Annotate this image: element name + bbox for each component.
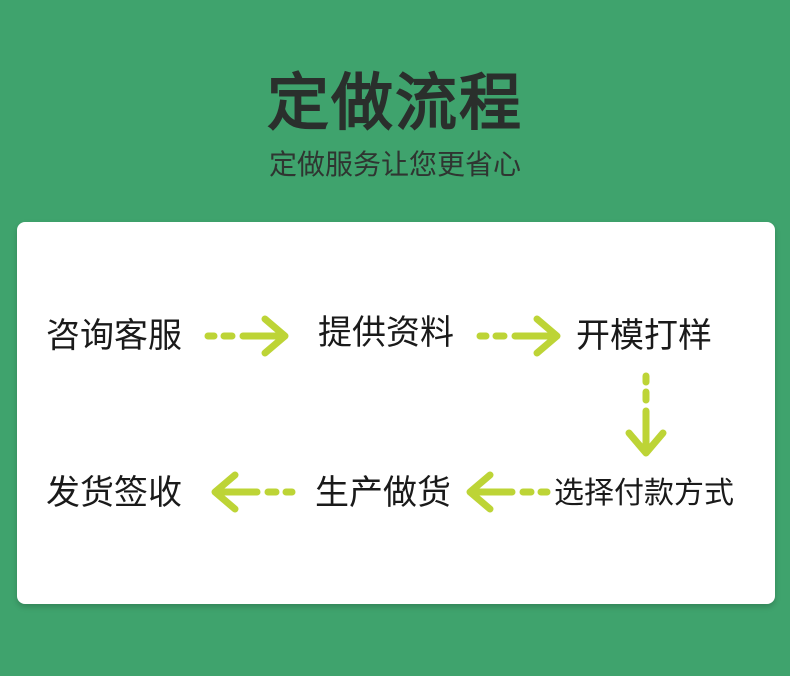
step-ship-sign: 发货签收 [46, 473, 182, 513]
step-consult-service: 咨询客服 [46, 316, 182, 356]
step-provide-materials: 提供资料 [318, 313, 454, 353]
arrow-left-icon [466, 471, 551, 513]
step-production: 生产做货 [315, 473, 451, 513]
step-choose-payment: 选择付款方式 [554, 476, 734, 511]
step-mold-sampling: 开模打样 [576, 316, 712, 356]
arrow-right-icon [204, 315, 289, 357]
page-subtitle: 定做服务让您更省心 [268, 148, 521, 181]
arrow-down-icon [625, 372, 667, 457]
flow-card: 咨询客服 提供资料 开模打样 选择付款方式 [17, 222, 775, 604]
arrow-right-icon [476, 315, 561, 357]
page-title: 定做流程 [266, 66, 523, 139]
arrow-left-icon [211, 471, 296, 513]
